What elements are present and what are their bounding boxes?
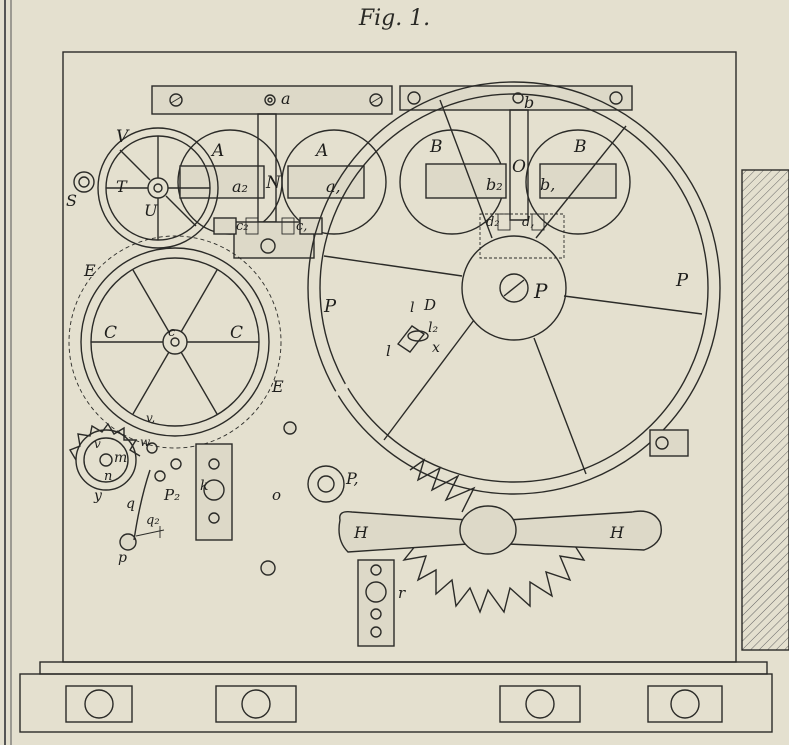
label-l: l	[410, 300, 414, 316]
label-P-left: P	[323, 296, 337, 317]
label-x: x	[432, 340, 440, 356]
label-y: y	[93, 488, 103, 504]
ratchet-m	[68, 422, 141, 491]
label-P2: P₂	[163, 486, 180, 504]
linkage	[119, 340, 406, 589]
label-L: l	[386, 342, 391, 360]
label-w: w	[140, 435, 151, 449]
label-D: D	[423, 296, 436, 314]
label-N: N	[265, 173, 282, 193]
label-He-left: H	[353, 523, 369, 542]
label-E-top: E	[83, 261, 96, 280]
label-S: S	[66, 191, 77, 210]
label-n: n	[104, 469, 112, 484]
frame-plate	[62, 51, 737, 663]
label-U: U	[144, 201, 158, 220]
label-d2: d₂	[486, 215, 500, 230]
label-T: T	[116, 177, 128, 196]
label-P-right: P	[675, 270, 689, 291]
base	[19, 661, 773, 733]
label-C-left: C	[104, 323, 117, 343]
label-p: p	[118, 550, 127, 566]
label-He-right: H	[609, 523, 625, 542]
wheel-C	[68, 235, 282, 449]
label-b2: b₂	[486, 175, 503, 194]
screw-S	[73, 171, 95, 193]
top-bar-right	[399, 85, 633, 111]
label-q2: q₂	[146, 513, 160, 528]
label-E-bottom: E	[271, 377, 284, 396]
lever-O	[509, 109, 529, 221]
label-l2: l₂	[428, 320, 438, 336]
label-a2: a₂	[232, 177, 248, 196]
label-c1: c,	[296, 219, 307, 234]
disc-P1	[307, 465, 345, 503]
label-C-right: C	[230, 323, 243, 343]
label-V: V	[116, 127, 130, 147]
label-c-center: c	[168, 325, 176, 340]
label-v1: v,	[146, 411, 155, 425]
label-P-center: P	[533, 279, 548, 303]
figure-title: Fig. 1.	[358, 6, 431, 31]
label-b-top: b	[524, 93, 534, 112]
label-r: r	[398, 584, 406, 602]
label-k: k	[200, 478, 208, 494]
hatched-side-panel	[741, 169, 789, 651]
label-O: O	[512, 157, 526, 177]
handle-H	[338, 505, 662, 555]
wheel-V	[97, 127, 219, 249]
top-bar-left	[151, 85, 393, 115]
label-d1: d,	[522, 215, 534, 230]
label-B-left: B	[429, 137, 443, 157]
label-A-right: A	[314, 141, 328, 161]
disc-A-right	[281, 129, 387, 235]
label-a-top: a	[281, 89, 291, 108]
label-b1: b,	[540, 175, 555, 194]
label-c2: c₂	[236, 219, 249, 234]
wheel-P	[307, 81, 721, 495]
label-o: o	[272, 486, 281, 504]
label-P1: P,	[345, 469, 359, 488]
label-A-left: A	[210, 141, 224, 161]
label-m: m	[114, 450, 127, 466]
label-v: v	[94, 437, 101, 451]
ratchet-wheel	[402, 458, 597, 614]
label-q: q	[126, 496, 135, 512]
label-a1: a,	[326, 177, 341, 196]
disc-B-right	[525, 129, 631, 235]
label-B-right: B	[573, 137, 587, 157]
